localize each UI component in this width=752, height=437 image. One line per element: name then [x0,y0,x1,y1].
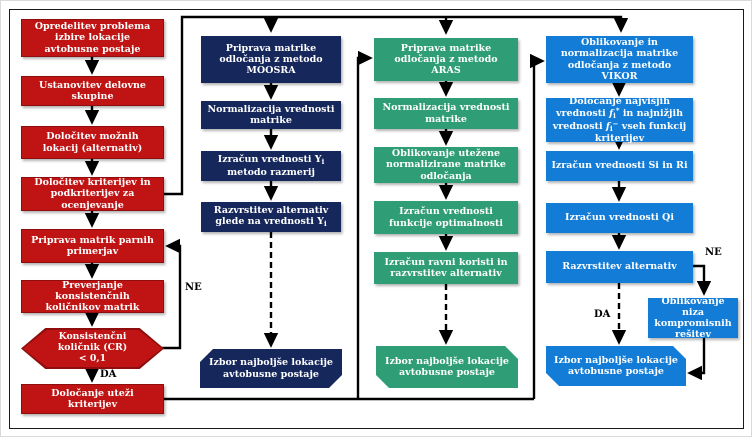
ahp-step-weights: Določanje uteži kriterijev [21,384,164,414]
vikor-compromise-solutions: Oblikovanje niza kompromisnih rešitev [648,296,738,340]
ahp-no-label: NE [185,282,202,293]
moosra-step-yi-values: Izračun vrednosti Yi metodo razmerij [201,151,341,181]
aras-final-best-location: Izbor najboljše lokacije avtobusne posta… [376,346,518,388]
aras-step-utility-ranking: Izračun ravni koristi in razvrstitev alt… [374,252,518,284]
moosra-final-best-location: Izbor najboljše lokacije avtobusne posta… [200,349,342,388]
moosra-step-normalization: Normalizacija vrednosti matrike [201,101,341,129]
vikor-no-label: NE [705,247,722,258]
moosra-step-decision-matrix: Priprava matrike odločanja z metodo MOOS… [201,36,341,83]
moosra-step-ranking-text: Razvrstitev alternativ glede na vrednost… [213,205,329,229]
ahp-step-consistency-check: Preverjanje konsistenčnih količnikov mat… [21,280,164,313]
ahp-decision-label: Konsistenčni količnik (CR) < 0,1 [57,331,128,364]
vikor-final-best-location: Izbor najboljše lokacije avtobusne posta… [546,346,686,386]
vikor-step-si-ri: Izračun vrednosti Si in Ri [546,151,693,181]
ahp-step-alternatives: Določitev možnih lokacij (alternativ) [21,126,164,159]
ahp-decision-consistency-ratio: Konsistenčni količnik (CR) < 0,1 [21,328,164,369]
ahp-step-pairwise-matrices: Priprava matrik parnih primerjav [21,229,164,263]
vikor-yes-label: DA [594,309,611,320]
ahp-step-criteria: Določitev kriterijev in podkriterijev za… [21,177,164,211]
aras-step-decision-matrix: Priprava matrike odločanja z metodo ARAS [374,38,518,81]
vikor-step-ranking: Razvrstitev alternativ [546,251,693,283]
vikor-step-best-worst-values: Določanje najvišjih vrednosti fi* in naj… [546,95,693,145]
aras-step-normalization: Normalizacija vrednosti matrike [374,98,518,129]
ahp-yes-label: DA [100,369,117,380]
vikor-step-fvalues-text: Določanje najvišjih vrednosti fi* in naj… [552,95,687,145]
moosra-step-yi-text: Izračun vrednosti Yi metodo razmerij [217,154,325,178]
aras-step-optimality-function: Izračun vrednosti funkcije optimalnosti [374,201,518,234]
aras-step-weighted-matrix: Oblikovanje utežene normalizirane matrik… [374,147,518,183]
figure-border-frame [9,9,744,429]
moosra-step-ranking: Razvrstitev alternativ glede na vrednost… [201,202,341,232]
ahp-step-define-problem: Opredelitev problema izbire lokacije avt… [21,19,164,57]
ahp-step-working-group: Ustanovitev delovne skupine [21,76,164,106]
vikor-step-qi: Izračun vrednosti Qi [546,203,693,233]
vikor-step-decision-matrix: Oblikovanje in normalizacija matrike odl… [546,36,693,83]
